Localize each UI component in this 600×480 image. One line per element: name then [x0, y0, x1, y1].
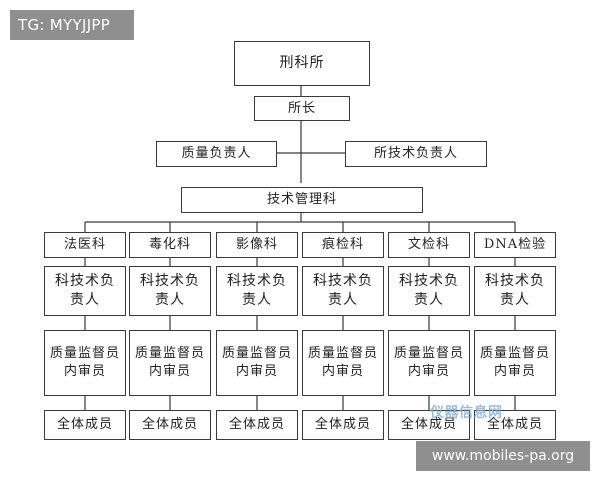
- dept-qa-node: 质量监督员 内审员: [44, 330, 126, 396]
- management-node: 技术管理科: [181, 187, 423, 213]
- watermark-text: 仪器信息网: [430, 405, 503, 421]
- channel-tag: TG: MYYJJPP: [10, 10, 134, 40]
- dept-staff-node: 全体成员: [216, 410, 298, 440]
- root-node: 刑科所: [234, 41, 370, 86]
- dept-staff-node: 全体成员: [44, 410, 126, 440]
- dept-tech-lead-node: 科技术负 责人: [302, 266, 384, 316]
- dept-qa-node: 质量监督员 内审员: [474, 330, 556, 396]
- dept-staff-node: 全体成员: [129, 410, 211, 440]
- dept-staff-node: 全体成员: [302, 410, 384, 440]
- dept-node-toxicology: 毒化科: [129, 232, 211, 258]
- dept-qa-node: 质量监督员 内审员: [129, 330, 211, 396]
- dept-tech-lead-node: 科技术负 责人: [474, 266, 556, 316]
- head-node: 所长: [254, 96, 350, 121]
- dept-tech-lead-node: 科技术负 责人: [44, 266, 126, 316]
- dept-tech-lead-node: 科技术负 责人: [388, 266, 470, 316]
- dept-node-trace: 痕检科: [302, 232, 384, 258]
- website-footer-tag: www.mobiles-pa.org: [416, 441, 590, 471]
- dept-staff-node: 全体成员: [474, 410, 556, 440]
- dept-qa-node: 质量监督员 内审员: [302, 330, 384, 396]
- dept-qa-node: 质量监督员 内审员: [216, 330, 298, 396]
- dept-qa-node: 质量监督员 内审员: [388, 330, 470, 396]
- dept-tech-lead-node: 科技术负 责人: [216, 266, 298, 316]
- dept-node-imaging: 影像科: [216, 232, 298, 258]
- quality-lead-node: 质量负责人: [156, 141, 277, 167]
- dept-staff-node: 全体成员: [388, 410, 470, 440]
- dept-tech-lead-node: 科技术负 责人: [129, 266, 211, 316]
- tech-lead-node: 所技术负责人: [345, 141, 487, 167]
- dept-node-dna: DNA检验: [474, 232, 556, 258]
- dept-node-forensic-medicine: 法医科: [44, 232, 126, 258]
- dept-node-document: 文检科: [388, 232, 470, 258]
